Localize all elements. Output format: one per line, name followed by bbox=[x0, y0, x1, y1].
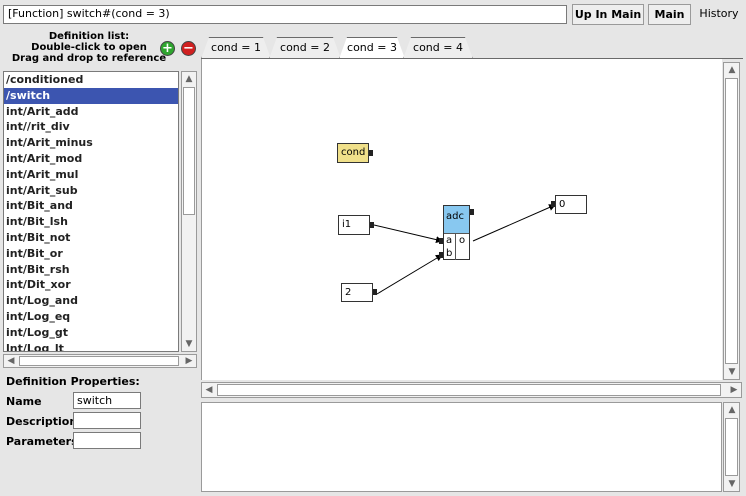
cond-output-port[interactable] bbox=[369, 150, 373, 156]
scroll-right-icon[interactable]: ▶ bbox=[730, 385, 738, 395]
scroll-thumb[interactable] bbox=[217, 384, 721, 396]
adc-input-column: a b bbox=[444, 234, 456, 260]
scroll-left-icon[interactable]: ◀ bbox=[7, 356, 15, 366]
scroll-down-icon[interactable]: ▼ bbox=[185, 339, 193, 349]
parameters-label: Parameters bbox=[6, 435, 78, 448]
constant-2-output-port[interactable] bbox=[373, 289, 377, 295]
canvas-vertical-scrollbar[interactable]: ▲ ▼ bbox=[723, 62, 740, 380]
definition-list-item[interactable]: int/Arit_add bbox=[6, 104, 79, 118]
output-console[interactable] bbox=[201, 402, 722, 492]
adc-node-header: adc bbox=[444, 206, 469, 234]
adc-input-port-a[interactable] bbox=[439, 238, 443, 244]
definition-list-item[interactable]: int//rit_div bbox=[6, 120, 70, 134]
adc-output-port[interactable] bbox=[470, 209, 474, 215]
tab-cond-3[interactable]: cond = 3 bbox=[339, 37, 405, 59]
tab-divider bbox=[201, 58, 743, 59]
adc-port-a-label: a bbox=[446, 235, 453, 246]
definition-list-item[interactable]: int/Arit_sub bbox=[6, 183, 78, 197]
scroll-down-icon[interactable]: ▼ bbox=[728, 479, 736, 489]
adc-port-b-label: b bbox=[446, 248, 453, 259]
definition-list-item[interactable]: /conditioned bbox=[6, 73, 84, 86]
definition-list-item[interactable]: int/Bit_not bbox=[6, 230, 71, 244]
tab-cond-4[interactable]: cond = 4 bbox=[403, 37, 473, 59]
scroll-down-icon[interactable]: ▼ bbox=[728, 367, 736, 377]
minus-circle-icon[interactable]: − bbox=[181, 41, 196, 56]
scroll-thumb[interactable] bbox=[183, 87, 195, 215]
history-button[interactable]: History bbox=[699, 7, 739, 20]
description-label: Description bbox=[6, 415, 78, 428]
definition-list-item[interactable]: int/Arit_mod bbox=[6, 151, 83, 165]
name-field[interactable]: switch bbox=[73, 392, 141, 409]
graph-canvas[interactable]: cond i1 2 adc a b o 0 bbox=[201, 59, 722, 380]
definition-list-item[interactable]: lnt/Log_lt bbox=[6, 341, 64, 352]
canvas-horizontal-scrollbar[interactable]: ◀ ▶ bbox=[201, 382, 742, 398]
definition-list-item[interactable]: int/Arit_minus bbox=[6, 136, 93, 150]
cond-node-label: cond bbox=[341, 147, 366, 158]
up-in-main-button[interactable]: Up In Main bbox=[572, 4, 644, 25]
definition-list-item[interactable]: int/Bit_or bbox=[6, 246, 63, 260]
main-button[interactable]: Main bbox=[648, 4, 691, 25]
tab-cond-2[interactable]: cond = 2 bbox=[269, 37, 341, 59]
properties-title: Definition Properties: bbox=[6, 375, 140, 388]
definition-list-title: Definition list: Double-click to open Dr… bbox=[0, 31, 178, 64]
scroll-up-icon[interactable]: ▲ bbox=[185, 74, 193, 84]
definition-list-item[interactable]: /switch bbox=[4, 87, 178, 104]
adc-port-o-label: o bbox=[459, 235, 466, 246]
graph-edges bbox=[373, 204, 556, 295]
definition-list-heading: Definition list: bbox=[48, 31, 130, 42]
constant-2-label: 2 bbox=[345, 287, 352, 298]
description-field[interactable] bbox=[73, 412, 141, 429]
output-input-port[interactable] bbox=[551, 201, 555, 207]
plus-circle-icon[interactable]: + bbox=[160, 41, 175, 56]
scroll-thumb[interactable] bbox=[19, 356, 179, 366]
definition-list-item[interactable]: int/Arit_mul bbox=[6, 167, 79, 181]
definition-list-item[interactable]: int/Bit_lsh bbox=[6, 215, 68, 229]
constant-2-node[interactable]: 2 bbox=[341, 283, 373, 302]
definition-list-vertical-scrollbar[interactable]: ▲ ▼ bbox=[181, 71, 197, 352]
name-label: Name bbox=[6, 395, 42, 408]
definition-list-item[interactable]: int/Log_and bbox=[6, 294, 78, 308]
scroll-up-icon[interactable]: ▲ bbox=[728, 405, 736, 415]
tab-cond-1[interactable]: cond = 1 bbox=[201, 37, 271, 59]
console-vertical-scrollbar[interactable]: ▲ ▼ bbox=[723, 402, 740, 492]
i1-node-label: i1 bbox=[342, 219, 352, 230]
output-node-label: 0 bbox=[559, 199, 566, 210]
i1-node[interactable]: i1 bbox=[338, 215, 370, 235]
cond-node[interactable]: cond bbox=[337, 143, 369, 163]
definition-list-hint-drag: Drag and drop to reference bbox=[11, 53, 167, 64]
scroll-thumb[interactable] bbox=[725, 78, 738, 364]
edge-i1-to-a bbox=[373, 224, 443, 244]
scroll-right-icon[interactable]: ▶ bbox=[185, 356, 193, 366]
definition-list-item[interactable]: int/Bit_and bbox=[6, 199, 73, 213]
adc-input-port-b[interactable] bbox=[439, 252, 443, 258]
output-node[interactable]: 0 bbox=[555, 195, 587, 214]
scroll-thumb[interactable] bbox=[725, 418, 738, 476]
definition-list-horizontal-scrollbar[interactable]: ◀ ▶ bbox=[3, 354, 197, 368]
scroll-up-icon[interactable]: ▲ bbox=[728, 65, 736, 75]
path-field[interactable]: [Function] switch#(cond = 3) bbox=[3, 5, 567, 24]
definition-list-item[interactable]: int/Bit_rsh bbox=[6, 262, 70, 276]
adc-node[interactable]: adc a b o bbox=[443, 205, 470, 260]
i1-output-port[interactable] bbox=[370, 222, 374, 228]
definition-list-item[interactable]: int/Dit_xor bbox=[6, 278, 71, 292]
edge-2-to-b bbox=[376, 254, 443, 295]
parameters-field[interactable] bbox=[73, 432, 141, 449]
definition-list-hint-open: Double-click to open bbox=[31, 42, 147, 53]
definition-list-item[interactable]: int/Log_gt bbox=[6, 325, 68, 339]
edge-o-to-out bbox=[472, 204, 556, 242]
scroll-left-icon[interactable]: ◀ bbox=[205, 385, 213, 395]
definition-list-item[interactable]: int/Log_eq bbox=[6, 309, 71, 323]
